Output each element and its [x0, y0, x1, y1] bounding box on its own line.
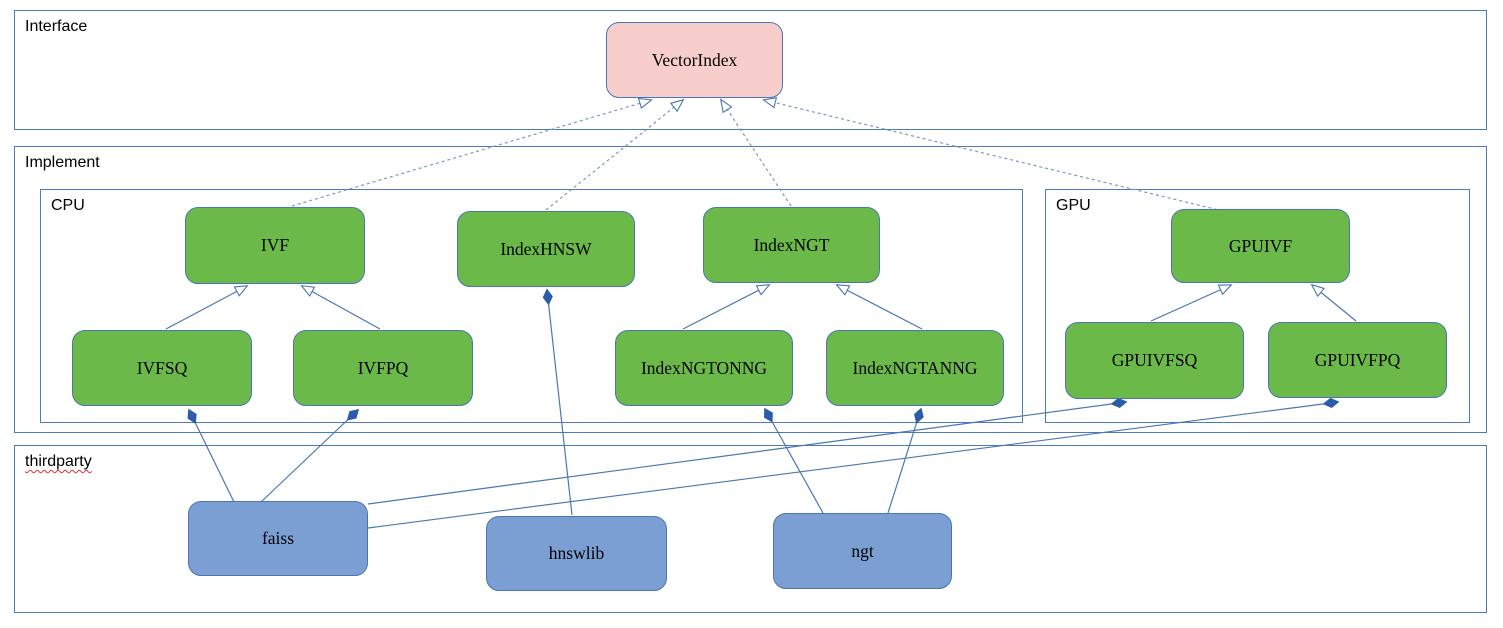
- edge-ivfpq-ivf: [300, 285, 381, 330]
- edge-indexhnsw-vectorindex: [545, 98, 685, 211]
- edge-ivfsq-ivf: [165, 285, 249, 330]
- node-gpuivf-label: GPUIVF: [1228, 235, 1293, 256]
- edge-ivf-vectorindex: [291, 97, 653, 207]
- edge-indexngtonng-indexngt: [682, 284, 771, 330]
- node-gpuivfsq: GPUIVFSQ: [1065, 322, 1244, 399]
- node-ivf-label: IVF: [260, 235, 290, 255]
- edge-faiss-ivfpq: [260, 408, 360, 503]
- node-hnswlib: hnswlib: [486, 516, 667, 591]
- interface-label: Interface: [25, 18, 88, 35]
- edge-ngt-indexngtonng: [763, 407, 824, 514]
- edge-faiss-gpuivfsq: [367, 397, 1128, 505]
- node-faiss-label: faiss: [261, 528, 295, 548]
- node-indexngtonng: IndexNGTONNG: [615, 330, 793, 406]
- node-ivfsq-label: IVFSQ: [136, 357, 188, 378]
- edge-gpuivfpq-gpuivf: [1310, 283, 1357, 322]
- edge-gpuivfsq-gpuivf: [1150, 284, 1233, 322]
- node-ivfpq: IVFPQ: [293, 330, 473, 406]
- implement-label: Implement: [25, 154, 100, 171]
- node-gpuivfpq: GPUIVFPQ: [1268, 322, 1447, 398]
- node-indexngtonng-label: IndexNGTONNG: [640, 357, 768, 378]
- node-indexngt: IndexNGT: [703, 207, 880, 283]
- node-indexhnsw: IndexHNSW: [457, 211, 635, 287]
- node-vectorindex-label: VectorIndex: [651, 49, 738, 70]
- edge-indexngt-vectorindex: [719, 98, 792, 207]
- edge-indexngtanng-indexngt: [835, 284, 923, 330]
- node-gpuivfsq-label: GPUIVFSQ: [1111, 350, 1198, 370]
- node-indexhnsw-label: IndexHNSW: [500, 238, 592, 259]
- node-indexngtanng-label: IndexNGTANNG: [852, 357, 978, 378]
- edge-faiss-ivfsq: [187, 408, 235, 503]
- node-faiss: faiss: [188, 501, 368, 576]
- node-ivf: IVF: [185, 207, 365, 284]
- node-ivfpq-label: IVFPQ: [357, 357, 409, 378]
- thirdparty-label: thirdparty: [25, 453, 92, 470]
- node-gpuivfpq-label: GPUIVFPQ: [1314, 349, 1401, 370]
- edge-hnswlib-indexhnsw: [542, 288, 573, 516]
- node-vectorindex: VectorIndex: [606, 22, 783, 98]
- edge-ngt-indexngtanng: [887, 407, 924, 514]
- node-ivfsq: IVFSQ: [72, 330, 252, 406]
- edge-faiss-gpuivfpq: [367, 397, 1340, 529]
- node-gpuivf: GPUIVF: [1171, 209, 1350, 283]
- gpu-label: GPU: [1056, 197, 1091, 214]
- node-indexngt-label: IndexNGT: [753, 234, 830, 255]
- cpu-label: CPU: [51, 197, 85, 214]
- node-hnswlib-label: hnswlib: [548, 543, 605, 563]
- node-indexngtanng: IndexNGTANNG: [826, 330, 1004, 406]
- edge-gpuivf-vectorindex: [762, 97, 1224, 212]
- node-ngt: ngt: [773, 513, 952, 589]
- node-ngt-label: ngt: [851, 540, 874, 561]
